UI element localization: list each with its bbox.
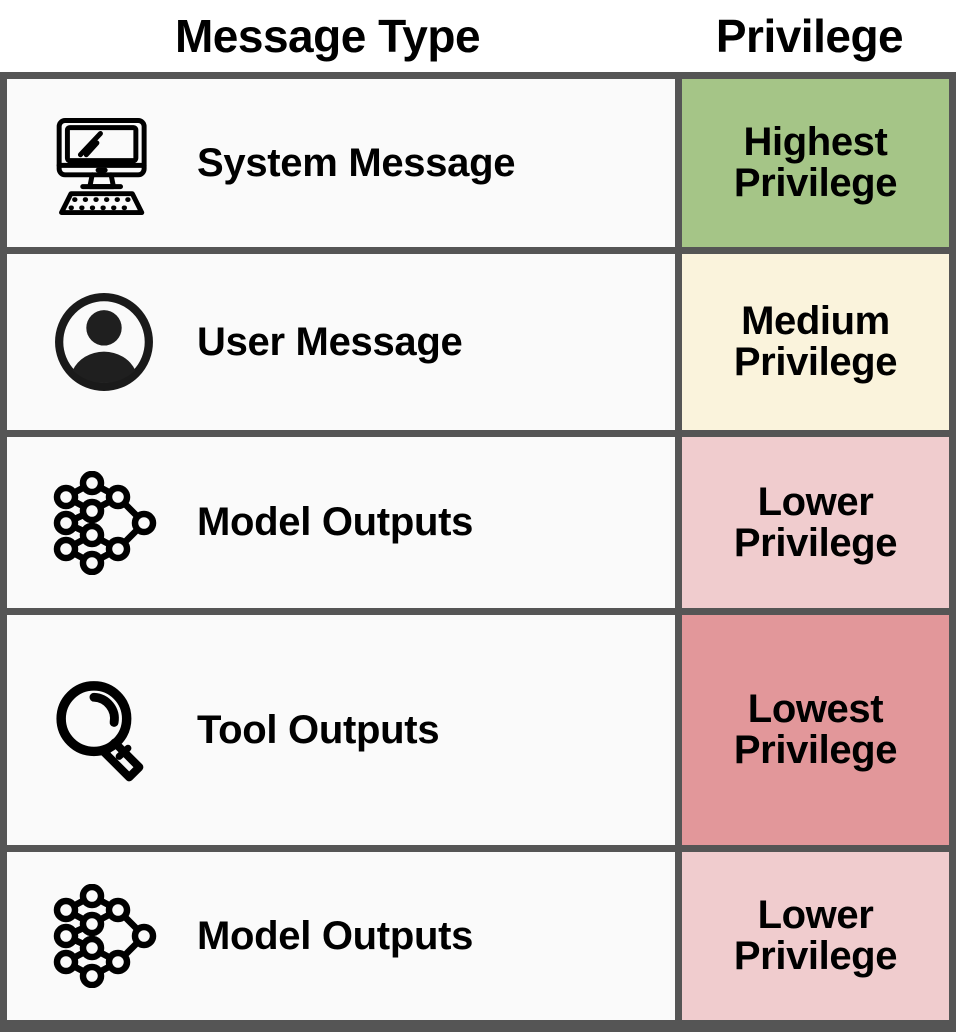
header-privilege: Privilege: [715, 10, 904, 62]
message-type-label: Model Outputs: [197, 500, 474, 544]
privilege-line-2: Privilege: [733, 934, 898, 978]
privilege-line-2: Privilege: [733, 728, 898, 772]
privilege-text: Lower Privilege: [733, 893, 898, 978]
privilege-line-2: Privilege: [733, 161, 898, 205]
privilege-text: Lower Privilege: [733, 479, 898, 565]
cell-message-type: Model Outputs: [7, 437, 675, 608]
cell-message-type: User Message: [7, 254, 675, 430]
privilege-line-1: Lower: [757, 893, 874, 938]
privilege-line-1: Lowest: [747, 687, 884, 732]
message-type-label: Model Outputs: [197, 913, 474, 958]
desktop-computer-icon: [29, 79, 179, 247]
header-message-type: Message Type: [174, 10, 481, 62]
privilege-table: System Message Highest Privilege: [0, 72, 956, 1032]
magnifying-glass-icon: [29, 615, 179, 845]
cell-message-type: Model Outputs: [7, 852, 675, 1020]
table-row: System Message Highest Privilege: [7, 79, 949, 247]
privilege-line-1: Medium: [741, 299, 890, 344]
privilege-text: Medium Privilege: [733, 299, 898, 384]
cell-privilege: Lowest Privilege: [682, 615, 949, 845]
message-type-label: System Message: [197, 140, 516, 185]
neural-network-icon: [29, 437, 179, 608]
privilege-line-1: Lower: [757, 479, 874, 524]
cell-privilege: Lower Privilege: [682, 437, 949, 608]
table-row: Tool Outputs Lowest Privilege: [7, 615, 949, 845]
table-header: Message Type Privilege: [0, 0, 956, 72]
message-type-label: Tool Outputs: [197, 707, 440, 752]
cell-message-type: System Message: [7, 79, 675, 247]
privilege-line-2: Privilege: [733, 340, 898, 384]
privilege-line-1: Highest: [743, 120, 888, 165]
table-row: Model Outputs Lower Privilege: [7, 437, 949, 608]
cell-privilege: Lower Privilege: [682, 852, 949, 1020]
user-avatar-icon: [29, 254, 179, 430]
privilege-line-2: Privilege: [733, 520, 898, 565]
cell-privilege: Medium Privilege: [682, 254, 949, 430]
privilege-text: Highest Privilege: [733, 120, 898, 205]
neural-network-icon: [29, 852, 179, 1020]
cell-message-type: Tool Outputs: [7, 615, 675, 845]
message-type-label: User Message: [197, 319, 463, 364]
table-row: User Message Medium Privilege: [7, 254, 949, 430]
table-row: Model Outputs Lower Privilege: [7, 852, 949, 1020]
privilege-text: Lowest Privilege: [733, 687, 898, 772]
cell-privilege: Highest Privilege: [682, 79, 949, 247]
